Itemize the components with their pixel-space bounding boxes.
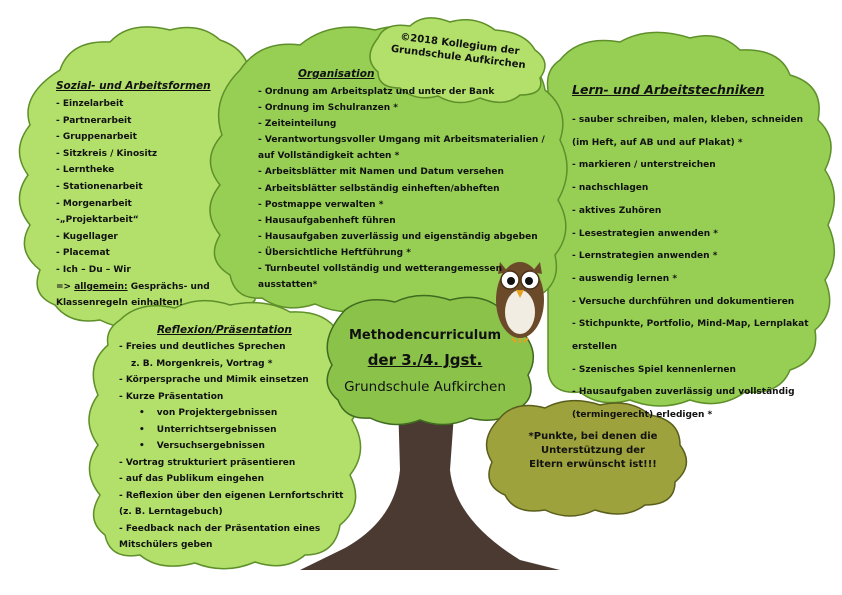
general-label: allgemein: — [74, 281, 128, 292]
list-item: - Freies und deutliches Sprechen — [119, 342, 286, 352]
note-line-2: Unterstützung der — [541, 445, 645, 456]
list-item: - Vortrag strukturiert präsentieren — [119, 457, 296, 468]
general-prefix: => — [56, 281, 75, 292]
note-line-3: Eltern erwünscht ist!!! — [529, 459, 657, 470]
list-item: - Hausaufgabenheft führen — [258, 215, 396, 226]
list-item: - Einzelarbeit — [56, 99, 124, 109]
list-subitem: Versuchsergebnissen — [119, 438, 359, 455]
list-item: z. B. Morgenkreis, Vortrag * — [131, 358, 273, 369]
list-item: - Sitzkreis / Kinositz — [56, 148, 158, 159]
list-item: - Übersichtliche Heftführung * — [258, 247, 411, 258]
list-item: - Verantwortungsvoller Umgang mit Arbeit… — [258, 135, 545, 162]
list-item: - Lernstrategien anwenden * — [572, 251, 718, 262]
list-item: - auswendig lernen * — [572, 273, 678, 284]
list-subitem: von Projektergebnissen — [119, 405, 359, 422]
owl-icon — [496, 262, 544, 343]
list-item: - Gruppenarbeit — [56, 132, 137, 143]
list-item: - Lesestrategien anwenden * — [572, 228, 719, 239]
list-item-general: => allgemein: Gesprächs- und Klassenrege… — [56, 279, 226, 312]
list-item: - Placemat — [56, 248, 110, 259]
list-item: - Szenisches Spiel kennenlernen — [572, 364, 736, 375]
list-item: - aktives Zuhören — [572, 205, 662, 216]
list-item: - Feedback nach der Präsentation eines M… — [119, 523, 321, 551]
organisation-title: Organisation — [298, 68, 375, 80]
lern-list: - sauber schreiben, malen, kleben, schne… — [572, 109, 812, 427]
list-item: - Hausaufgaben zuverlässig und eigenstän… — [258, 231, 538, 242]
list-item: - Kugellager — [56, 231, 118, 242]
list-item: - Hausaufgaben zuverlässig und vollständ… — [572, 387, 795, 421]
list-item: - Arbeitsblätter selbständig einheften/a… — [258, 183, 500, 194]
list-item: - markieren / unterstreichen — [572, 160, 716, 171]
center-school: Grundschule Aufkirchen — [344, 379, 506, 395]
list-item: - Körpersprache und Mimik einsetzen — [119, 375, 309, 385]
center-title: Methodencurriculum — [349, 328, 501, 343]
panel-lern: Lern- und Arbeitstechniken - sauber schr… — [572, 82, 812, 427]
parent-support-note: *Punkte, bei denen die Unterstützung der… — [508, 430, 678, 472]
panel-reflexion: Reflexion/Präsentation - Freies und deut… — [119, 324, 359, 554]
center-title-block: Methodencurriculum der 3./4. Jgst. Grund… — [330, 324, 520, 395]
list-item: - auf das Publikum eingehen — [119, 474, 264, 484]
center-grade: der 3./4. Jgst. — [367, 351, 483, 369]
list-item: - Reflexion über den eigenen Lernfortsch… — [119, 490, 344, 518]
list-item: - Stichpunkte, Portfolio, Mind-Map, Lern… — [572, 319, 809, 353]
tree-trunk — [300, 400, 560, 570]
list-item: - Ordnung am Arbeitsplatz und unter der … — [258, 87, 495, 97]
panel-organisation: Organisation - Ordnung am Arbeitsplatz u… — [258, 68, 558, 293]
lern-title: Lern- und Arbeitstechniken — [572, 82, 765, 97]
list-subitem: Unterrichtsergebnissen — [119, 422, 359, 439]
list-item: - Ich – Du – Wir — [56, 264, 131, 275]
list-item: - Stationenarbeit — [56, 181, 143, 192]
list-item: - Turnbeutel vollständig und wetterangem… — [258, 264, 503, 291]
list-item: - Partnerarbeit — [56, 115, 132, 126]
list-item: - nachschlagen — [572, 183, 649, 194]
general-text: Gesprächs- und Klassenregeln einhalten! — [56, 281, 210, 309]
list-item: - Versuche durchführen und dokumentieren — [572, 296, 795, 307]
list-item: - Lerntheke — [56, 165, 115, 176]
panel-sozial: Sozial- und Arbeitsformen - Einzelarbeit… — [56, 80, 226, 312]
list-item: - Arbeitsblätter mit Namen und Datum ver… — [258, 167, 504, 178]
list-item: - Morgenarbeit — [56, 198, 132, 209]
organisation-list: - Ordnung am Arbeitsplatz und unter der … — [258, 84, 558, 293]
list-item: -„Projektarbeit“ — [56, 215, 139, 226]
reflexion-list: - Freies und deutliches Sprechen z. B. M… — [119, 339, 359, 554]
list-item: - sauber schreiben, malen, kleben, schne… — [572, 115, 803, 148]
list-item: - Ordnung im Schulranzen * — [258, 103, 399, 114]
sozial-title: Sozial- und Arbeitsformen — [56, 80, 211, 92]
reflexion-title: Reflexion/Präsentation — [157, 324, 292, 336]
cloud-note — [485, 399, 688, 517]
list-item: - Zeiteinteilung — [258, 119, 337, 130]
note-line-1: *Punkte, bei denen die — [528, 431, 658, 442]
sozial-list: - Einzelarbeit - Partnerarbeit - Gruppen… — [56, 96, 226, 312]
list-item: - Postmappe verwalten * — [258, 199, 384, 210]
list-item: - Kurze Präsentation — [119, 391, 224, 402]
cloud-copyright — [369, 17, 546, 104]
